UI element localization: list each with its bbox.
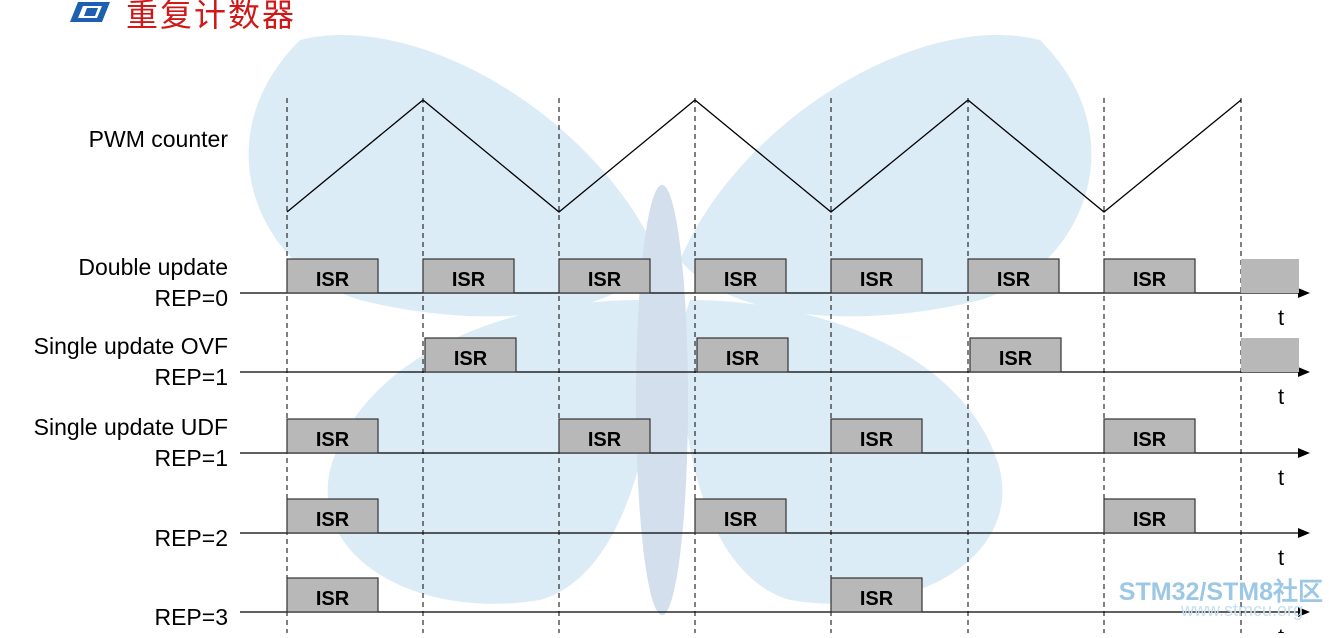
isr-label: ISR bbox=[1133, 269, 1167, 291]
row-name-label: Single update OVF bbox=[34, 333, 228, 359]
pwm-counter-wave: PWM counter bbox=[89, 99, 1242, 213]
isr-box bbox=[1103, 258, 1196, 294]
row-rep-label: REP=0 bbox=[154, 285, 228, 311]
timing-row: t Single update UDF REP=1 ISR ISR ISR ISR bbox=[34, 414, 1310, 490]
axis-t-label: t bbox=[1278, 624, 1284, 633]
isr-box bbox=[696, 337, 789, 373]
isr-box bbox=[1103, 418, 1196, 454]
isr-label: ISR bbox=[452, 269, 486, 291]
isr-label: ISR bbox=[860, 269, 894, 291]
row-name-label: Double update bbox=[78, 254, 228, 280]
isr-label: ISR bbox=[724, 509, 758, 531]
isr-box bbox=[422, 258, 515, 294]
isr-label: ISR bbox=[726, 348, 760, 370]
isr-label: ISR bbox=[588, 269, 622, 291]
isr-box bbox=[694, 258, 787, 294]
isr-label: ISR bbox=[999, 348, 1033, 370]
isr-box-partial bbox=[1241, 338, 1299, 372]
isr-box bbox=[1103, 498, 1196, 534]
isr-label: ISR bbox=[316, 429, 350, 451]
isr-label: ISR bbox=[997, 269, 1031, 291]
page-title: 重复计数器 bbox=[126, 0, 297, 34]
row-rep-label: REP=1 bbox=[154, 445, 228, 471]
isr-label: ISR bbox=[860, 429, 894, 451]
isr-label: ISR bbox=[316, 269, 350, 291]
company-logo-icon bbox=[64, 0, 112, 29]
row-rep-label: REP=3 bbox=[154, 604, 228, 630]
row-rep-label: REP=1 bbox=[154, 364, 228, 390]
pwm-counter-label: PWM counter bbox=[89, 126, 229, 152]
axis-t-label: t bbox=[1278, 545, 1284, 570]
isr-label: ISR bbox=[1133, 429, 1167, 451]
isr-box bbox=[286, 577, 379, 613]
watermark-brand: STM32/STM8社区 bbox=[1118, 578, 1323, 606]
isr-label: ISR bbox=[454, 348, 488, 370]
isr-label: ISR bbox=[1133, 509, 1167, 531]
isr-label: ISR bbox=[316, 509, 350, 531]
isr-box-partial bbox=[1241, 259, 1299, 293]
axis-arrow-icon bbox=[1298, 288, 1310, 298]
timing-row: t REP=3 ISR ISR bbox=[154, 577, 1310, 638]
row-rep-label: REP=2 bbox=[154, 525, 228, 551]
isr-box bbox=[286, 498, 379, 534]
axis-t-label: t bbox=[1278, 305, 1284, 330]
isr-box bbox=[286, 258, 379, 294]
butterfly-body bbox=[636, 185, 688, 615]
isr-box bbox=[694, 498, 787, 534]
wing-lower-left bbox=[327, 300, 660, 604]
pwm-wave-line bbox=[286, 99, 1242, 213]
wing-upper-left bbox=[248, 35, 660, 317]
slot-guides bbox=[286, 98, 1242, 633]
axis-arrow-icon bbox=[1298, 367, 1310, 377]
isr-box bbox=[286, 418, 379, 454]
isr-label: ISR bbox=[724, 269, 758, 291]
axis-t-label: t bbox=[1278, 465, 1284, 490]
isr-label: ISR bbox=[316, 588, 350, 610]
isr-box bbox=[967, 258, 1060, 294]
timing-row: t REP=2 ISR ISR ISR bbox=[154, 498, 1310, 570]
axis-t-label: t bbox=[1278, 384, 1284, 409]
row-name-label: Single update UDF bbox=[34, 414, 228, 440]
timing-row: t Single update OVF REP=1 ISR ISR ISR bbox=[34, 333, 1310, 409]
isr-box bbox=[558, 258, 651, 294]
isr-box bbox=[969, 337, 1062, 373]
isr-box bbox=[424, 337, 517, 373]
isr-label: ISR bbox=[860, 588, 894, 610]
isr-box bbox=[830, 418, 923, 454]
axis-arrow-icon bbox=[1298, 528, 1310, 538]
isr-box bbox=[830, 577, 923, 613]
isr-label: ISR bbox=[588, 429, 622, 451]
axis-arrow-icon bbox=[1298, 448, 1310, 458]
isr-box bbox=[830, 258, 923, 294]
isr-box bbox=[558, 418, 651, 454]
wing-upper-right bbox=[680, 35, 1092, 317]
watermark-url: www.stmcu.org bbox=[1180, 600, 1303, 620]
axis-arrow-icon bbox=[1298, 607, 1310, 617]
